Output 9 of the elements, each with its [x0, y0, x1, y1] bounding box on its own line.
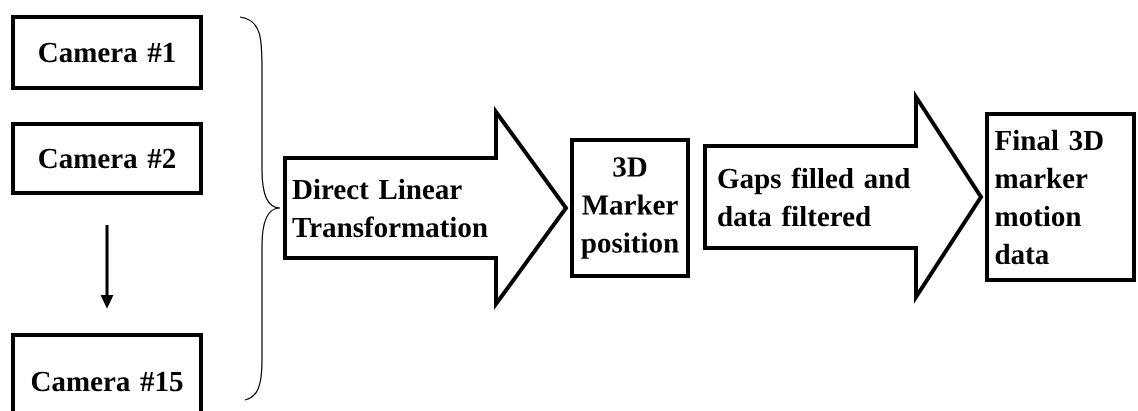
process-box: Final 3D marker motion data: [985, 112, 1136, 282]
process-box: 3D Marker position: [570, 138, 690, 278]
process-box: Camera #2: [11, 122, 203, 195]
edge-label: Gaps filled and data filtered: [718, 167, 911, 227]
block-arrow: [703, 90, 984, 304]
block-arrow: [283, 105, 569, 311]
process-box: Camera #1: [11, 15, 203, 90]
edge-label: Direct Linear Transformation: [292, 178, 488, 238]
process-box: Camera #15: [11, 333, 203, 411]
